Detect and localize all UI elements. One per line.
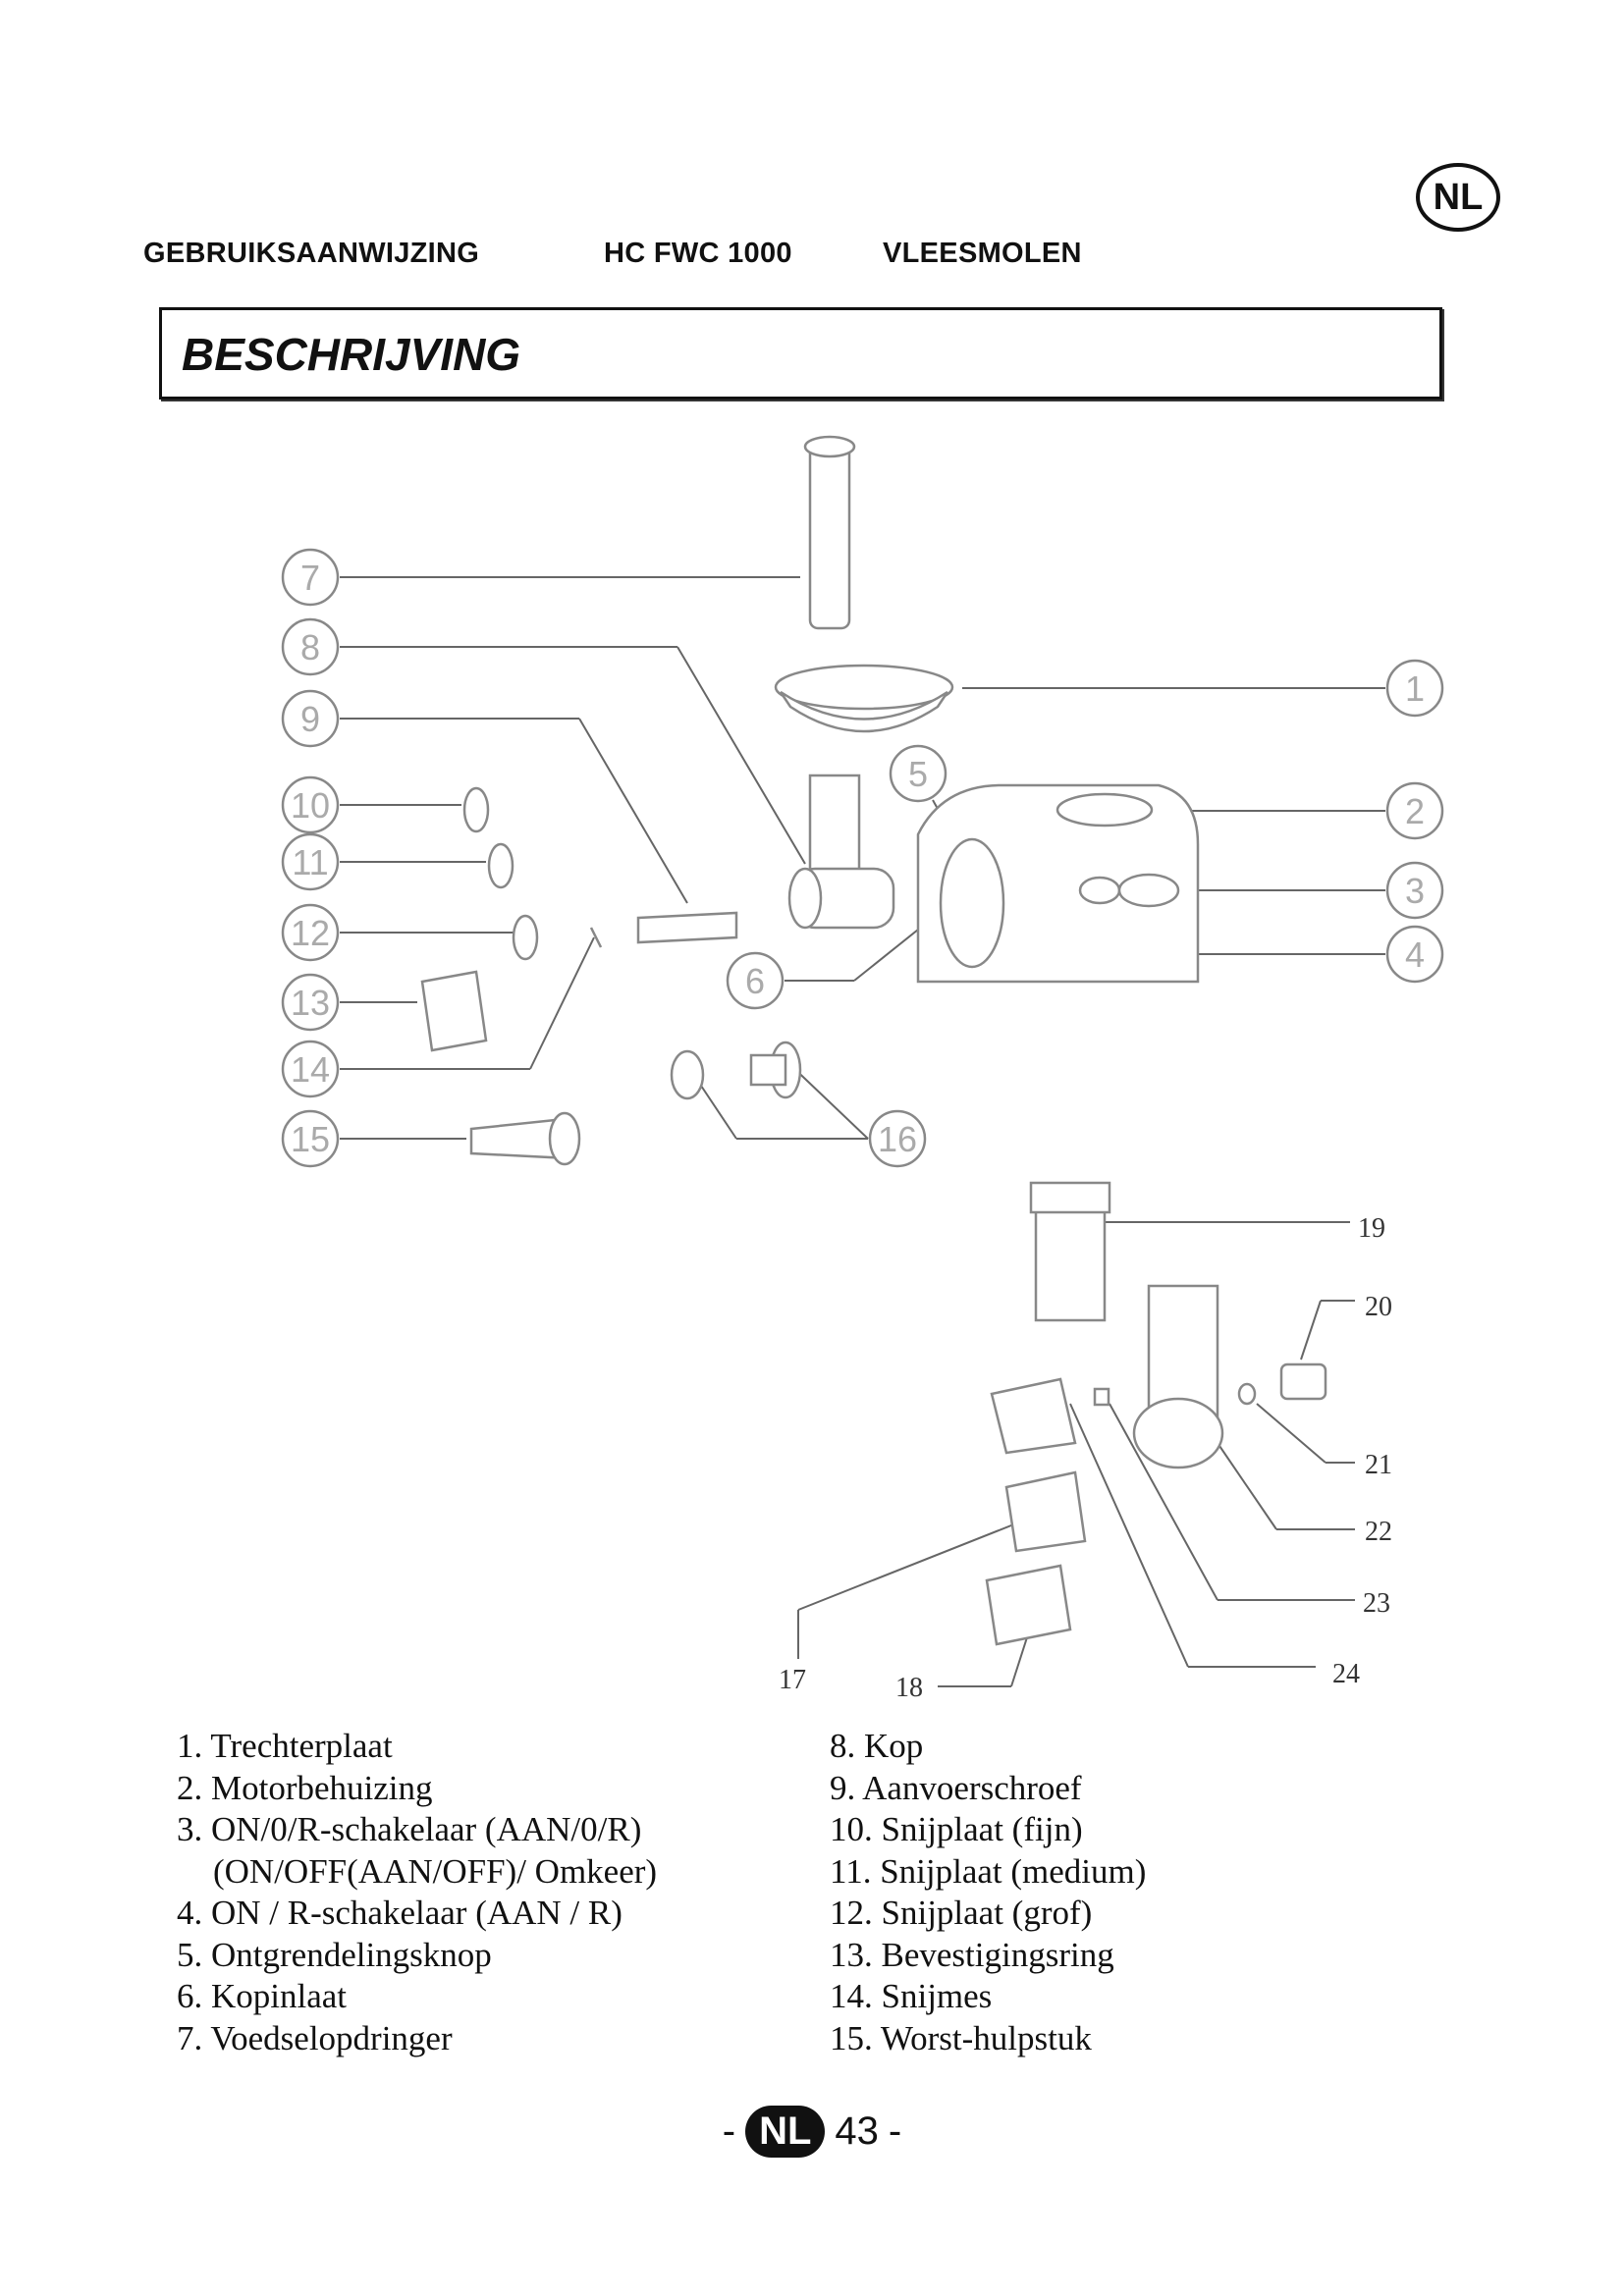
callout-14: 14 — [291, 1049, 330, 1090]
legend-item: 3. ON/0/R-schakelaar (AAN/0/R) — [177, 1810, 642, 1848]
model-number: HC FWC 1000 — [604, 238, 792, 269]
legend-item: 11. Snijplaat (medium) — [830, 1851, 1147, 1891]
legend-item: 8. Kop — [830, 1727, 924, 1765]
callout-18: 18 — [895, 1673, 923, 1703]
drum-18 — [985, 1564, 1072, 1646]
legend-item: 6. Kopinlaat — [177, 1977, 348, 2015]
legend-item: 12. Snijplaat (grof) — [830, 1894, 1093, 1932]
grater-connector — [1279, 1362, 1327, 1401]
grater-callouts: 17 18 19 20 21 22 23 24 — [779, 1213, 1392, 1703]
legend-item-continuation: (ON/OFF(AAN/OFF)/ Omkeer) — [213, 1851, 658, 1891]
callout-16: 16 — [878, 1119, 917, 1159]
callout-2: 2 — [1405, 791, 1425, 831]
callout-24: 24 — [1332, 1659, 1360, 1689]
main-callouts: 1 2 3 4 5 6 7 8 9 10 11 12 13 14 15 16 — [281, 548, 1444, 1168]
food-pusher — [808, 440, 851, 630]
callout-5: 5 — [908, 754, 928, 794]
callout-3: 3 — [1405, 871, 1425, 911]
legend-item: 10. Snijplaat (fijn) — [830, 1810, 1083, 1848]
page-number: 43 — [835, 2109, 879, 2153]
doc-type: GEBRUIKSAANWIJZING — [143, 238, 480, 269]
section-title: BESCHRIJVING — [182, 329, 521, 380]
legend-item: 13. Bevestigingsring — [830, 1935, 1114, 1974]
callout-23: 23 — [1363, 1588, 1390, 1619]
callout-19: 19 — [1358, 1213, 1385, 1244]
footer-language-badge: NL — [745, 2106, 826, 2158]
page-footer: - NL 43 - — [0, 2106, 1624, 2158]
callout-6: 6 — [745, 961, 765, 1001]
legend-item: 2. Motorbehuizing — [177, 1768, 433, 1807]
legend-item: 4. ON / R-schakelaar (AAN / R) — [177, 1894, 623, 1932]
callout-1: 1 — [1405, 668, 1425, 709]
fixing-ring — [420, 970, 488, 1052]
legend-item: 7. Voedselopdringer — [177, 2018, 453, 2057]
drum-17 — [1004, 1470, 1087, 1553]
drum-24 — [990, 1377, 1077, 1455]
callout-9: 9 — [300, 699, 320, 739]
legend-item: 5. Ontgrendelingsknop — [177, 1935, 492, 1974]
callout-8: 8 — [300, 627, 320, 667]
callout-7: 7 — [300, 558, 320, 598]
callout-11: 11 — [292, 842, 328, 882]
product-name: VLEESMOLEN — [883, 238, 1082, 269]
section-title-box: BESCHRIJVING — [159, 307, 1442, 400]
grater-pusher — [1034, 1191, 1107, 1322]
callout-22: 22 — [1365, 1517, 1392, 1547]
legend-item: 9. Aanvoerschroef — [830, 1768, 1082, 1807]
hopper-tray — [774, 664, 954, 711]
callout-13: 13 — [291, 983, 330, 1023]
feed-screw — [636, 911, 738, 944]
legend-item: 1. Trechterplaat — [177, 1727, 393, 1765]
callout-21: 21 — [1365, 1450, 1392, 1480]
legend-right: 8. Kop 9. Aanvoerschroef 10. Snijplaat (… — [830, 1726, 1146, 2059]
legend-item: 14. Snijmes — [830, 1977, 993, 2015]
footer-dash: - — [888, 2109, 902, 2153]
grinder-parts — [420, 435, 1327, 1646]
callout-17: 17 — [779, 1665, 806, 1695]
language-badge: NL — [1416, 163, 1500, 232]
callout-10: 10 — [291, 785, 330, 826]
head — [808, 774, 861, 885]
callout-4: 4 — [1405, 934, 1425, 975]
legend-item: 15. Worst-hulpstuk — [830, 2018, 1092, 2057]
callout-lines — [340, 576, 1385, 1687]
callout-15: 15 — [291, 1119, 330, 1159]
callout-20: 20 — [1365, 1292, 1392, 1322]
legend-left: 1. Trechterplaat 2. Motorbehuizing 3. ON… — [177, 1726, 657, 2059]
callout-12: 12 — [291, 913, 330, 953]
footer-dash: - — [722, 2109, 736, 2153]
